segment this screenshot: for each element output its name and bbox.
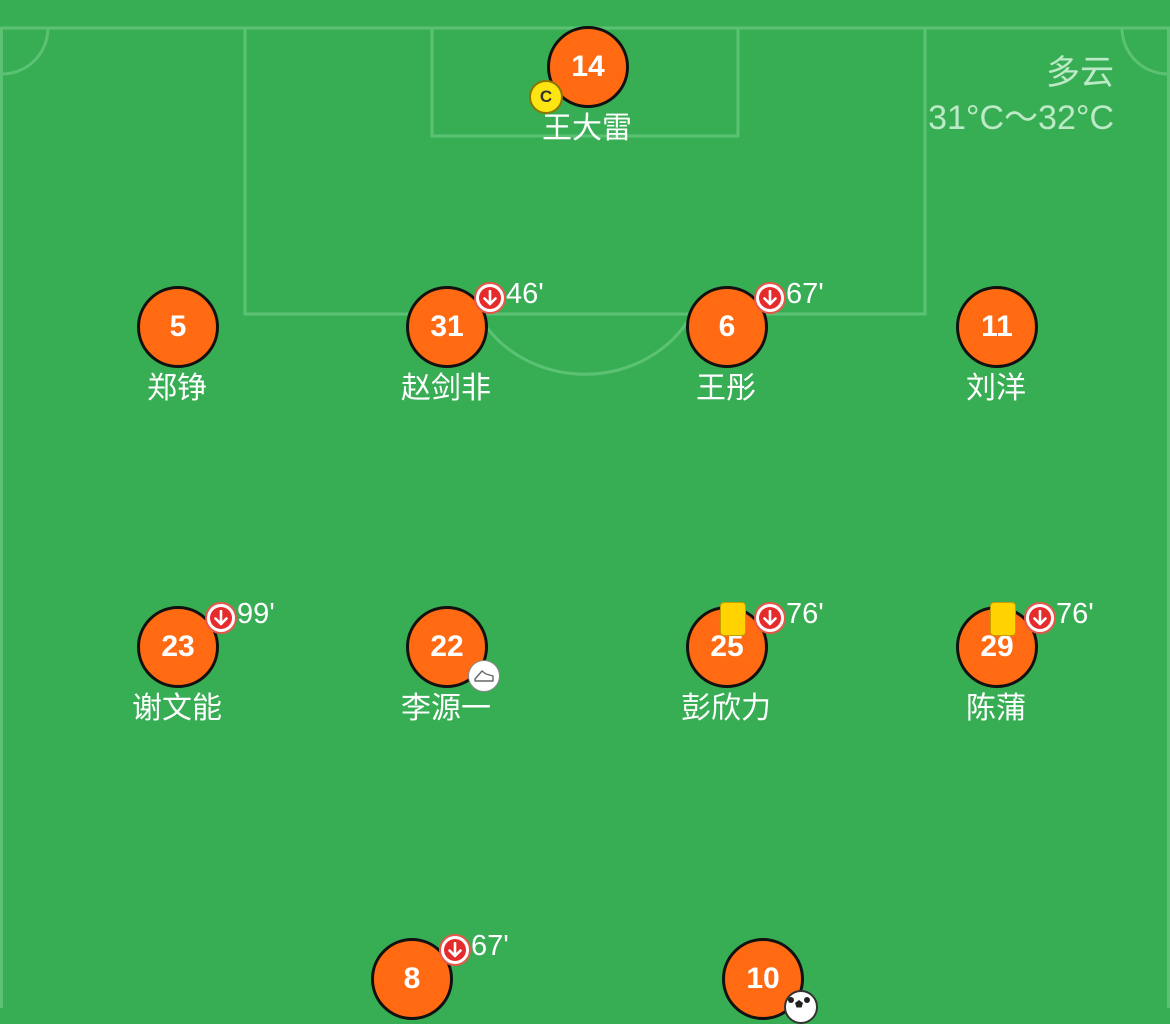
yellow-card-icon xyxy=(720,602,746,636)
weather-temperature: 31°C～32°C xyxy=(928,99,1114,137)
sub-time: 76' xyxy=(786,598,824,630)
boot-icon xyxy=(468,660,500,692)
player-name: 赵剑非 xyxy=(401,372,491,405)
sub-off-icon xyxy=(754,282,786,314)
player-number: 8 xyxy=(371,938,453,1020)
sub-time: 67' xyxy=(786,278,824,310)
sub-off-icon xyxy=(474,282,506,314)
player-number: 5 xyxy=(137,286,219,368)
sub-time: 76' xyxy=(1056,598,1094,630)
player-name: 李源一 xyxy=(401,692,491,725)
player-name: 郑铮 xyxy=(147,372,207,405)
sub-off-icon xyxy=(205,602,237,634)
player-name: 王彤 xyxy=(696,372,756,405)
weather-condition: 多云 xyxy=(1046,54,1114,92)
player-name: 陈蒲 xyxy=(966,692,1026,725)
player-name: 刘洋 xyxy=(966,372,1026,405)
sub-off-icon xyxy=(754,602,786,634)
captain-badge: C xyxy=(529,80,563,114)
sub-off-icon xyxy=(439,934,471,966)
player-number: 11 xyxy=(956,286,1038,368)
sub-time: 99' xyxy=(237,598,275,630)
sub-off-icon xyxy=(1024,602,1056,634)
sub-time: 46' xyxy=(506,278,544,310)
yellow-card-icon xyxy=(990,602,1016,636)
player-name: 彭欣力 xyxy=(681,692,771,725)
goal-ball-icon xyxy=(784,990,818,1024)
sub-time: 67' xyxy=(471,930,509,962)
player-name: 谢文能 xyxy=(132,692,222,725)
player-name: 王大雷 xyxy=(542,112,632,145)
